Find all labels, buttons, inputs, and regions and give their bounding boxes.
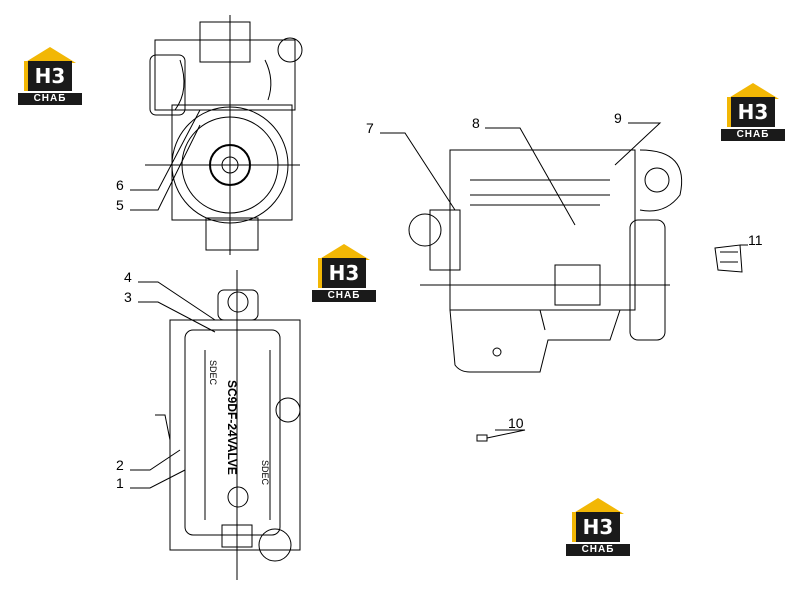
leader-lines [130, 109, 748, 489]
callout-3: 3 [124, 289, 132, 305]
logo-mark: H3 [731, 97, 775, 127]
callout-2: 2 [116, 457, 124, 473]
engine-model-label: SC9DF-24VALVE [225, 380, 239, 475]
logo-caption: СНАБ [18, 93, 82, 105]
brand-logo: H3 СНАБ [312, 244, 376, 302]
logo-mark: H3 [322, 258, 366, 288]
callout-4: 4 [124, 269, 132, 285]
callout-8: 8 [472, 115, 480, 131]
brand-logo: H3 СНАБ [566, 498, 630, 556]
callout-7: 7 [366, 120, 374, 136]
logo-caption: СНАБ [721, 129, 785, 141]
callout-1: 1 [116, 475, 124, 491]
brand-logo: H3 СНАБ [721, 83, 785, 141]
part-10-sensor [476, 434, 488, 442]
callout-9: 9 [614, 110, 622, 126]
engine-badge-left: SDEC [208, 360, 218, 386]
engine-top-view [155, 270, 301, 580]
callout-10: 10 [508, 415, 524, 431]
engine-badge-right: SDEC [260, 460, 270, 486]
callout-11: 11 [748, 232, 763, 248]
part-11-connector [714, 244, 743, 273]
logo-mark: H3 [28, 61, 72, 91]
logo-caption: СНАБ [312, 290, 376, 302]
engine-side-view [408, 149, 683, 373]
engine-front-view [145, 15, 303, 255]
callout-5: 5 [116, 197, 124, 213]
brand-logo: H3 СНАБ [18, 47, 82, 105]
callout-6: 6 [116, 177, 124, 193]
logo-caption: СНАБ [566, 544, 630, 556]
logo-mark: H3 [576, 512, 620, 542]
